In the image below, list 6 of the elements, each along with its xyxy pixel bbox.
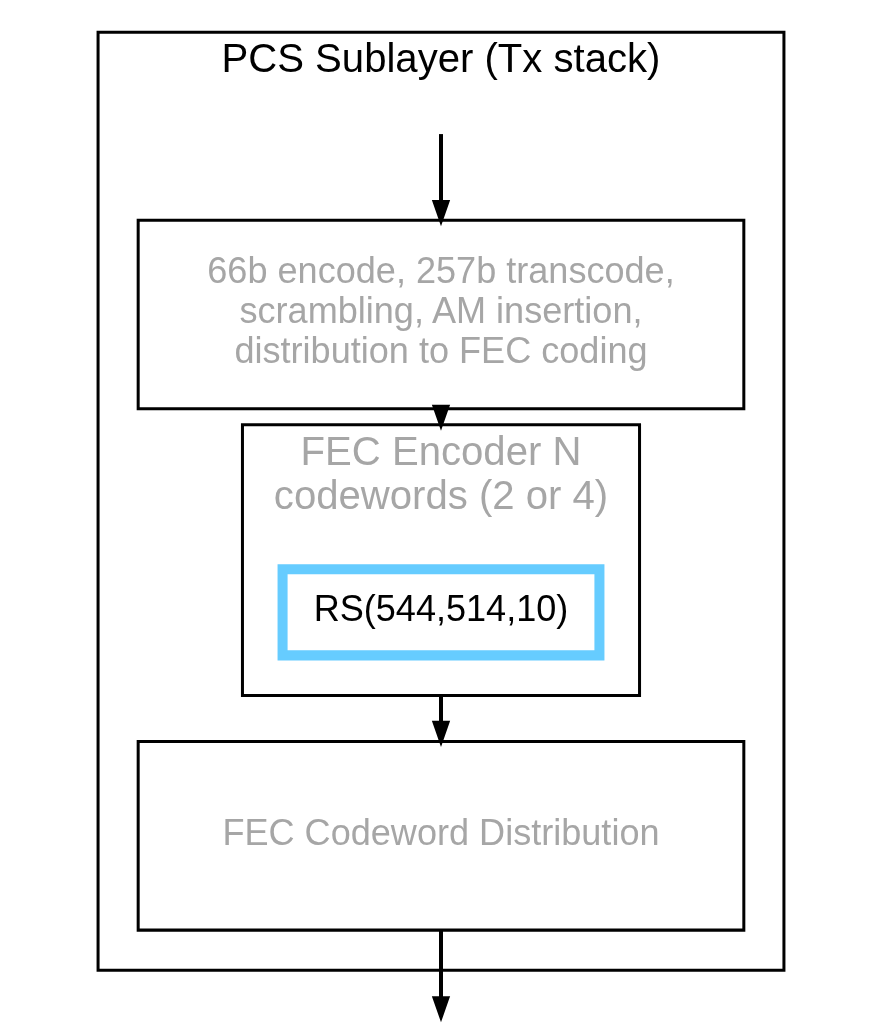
arrow [431, 404, 450, 431]
arrow [431, 695, 450, 747]
arrow [431, 134, 450, 227]
node-box: FEC Codeword Distribution [136, 740, 745, 932]
arrow [431, 930, 450, 1023]
node-box: RS(544,514,10) [277, 564, 604, 661]
